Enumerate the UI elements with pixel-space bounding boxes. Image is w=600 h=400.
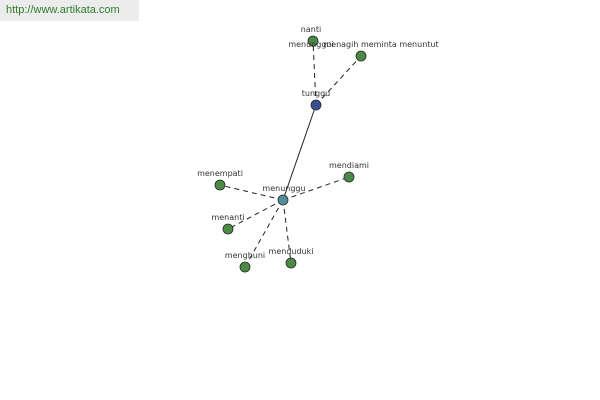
node-mendiami[interactable] bbox=[343, 171, 355, 183]
node-label-menunggui: menunggui bbox=[288, 40, 333, 49]
node-label-menunggu: menunggu bbox=[262, 184, 305, 193]
graph-edges bbox=[219, 40, 362, 268]
node-label-menempati: menempati bbox=[197, 169, 243, 178]
node-menghuni[interactable] bbox=[239, 261, 251, 273]
node-nanti[interactable] bbox=[307, 35, 319, 47]
edge-tunggu-menunggu bbox=[282, 104, 317, 201]
node-label-menagih: menagih meminta menuntut bbox=[323, 40, 438, 49]
edge-tunggu-menunggui bbox=[312, 40, 317, 106]
node-menanti[interactable] bbox=[222, 223, 234, 235]
node-menempati[interactable] bbox=[214, 179, 226, 191]
node-label-mendiami: mendiami bbox=[329, 161, 369, 170]
node-label-menanti: menanti bbox=[211, 213, 244, 222]
node-label-menduduki: menduduki bbox=[269, 247, 314, 256]
edge-menunggu-menduduki bbox=[282, 199, 292, 264]
edge-tunggu-menagih bbox=[315, 55, 362, 106]
edge-menunggu-menanti bbox=[227, 199, 284, 230]
node-label-nanti: nanti bbox=[301, 25, 321, 34]
edge-menunggu-mendiami bbox=[282, 176, 350, 201]
node-menagih[interactable] bbox=[355, 50, 367, 62]
edge-menunggu-menghuni bbox=[244, 199, 284, 268]
node-menduduki[interactable] bbox=[285, 257, 297, 269]
node-label-menghuni: menghuni bbox=[225, 251, 265, 260]
graph-nodes bbox=[214, 35, 367, 273]
node-menunggu[interactable] bbox=[277, 194, 289, 206]
url-banner[interactable]: http://www.artikata.com bbox=[0, 0, 139, 21]
node-label-tunggu: tunggu bbox=[302, 89, 331, 98]
node-tunggu[interactable] bbox=[310, 99, 322, 111]
edge-menunggu-menempati bbox=[219, 184, 284, 201]
